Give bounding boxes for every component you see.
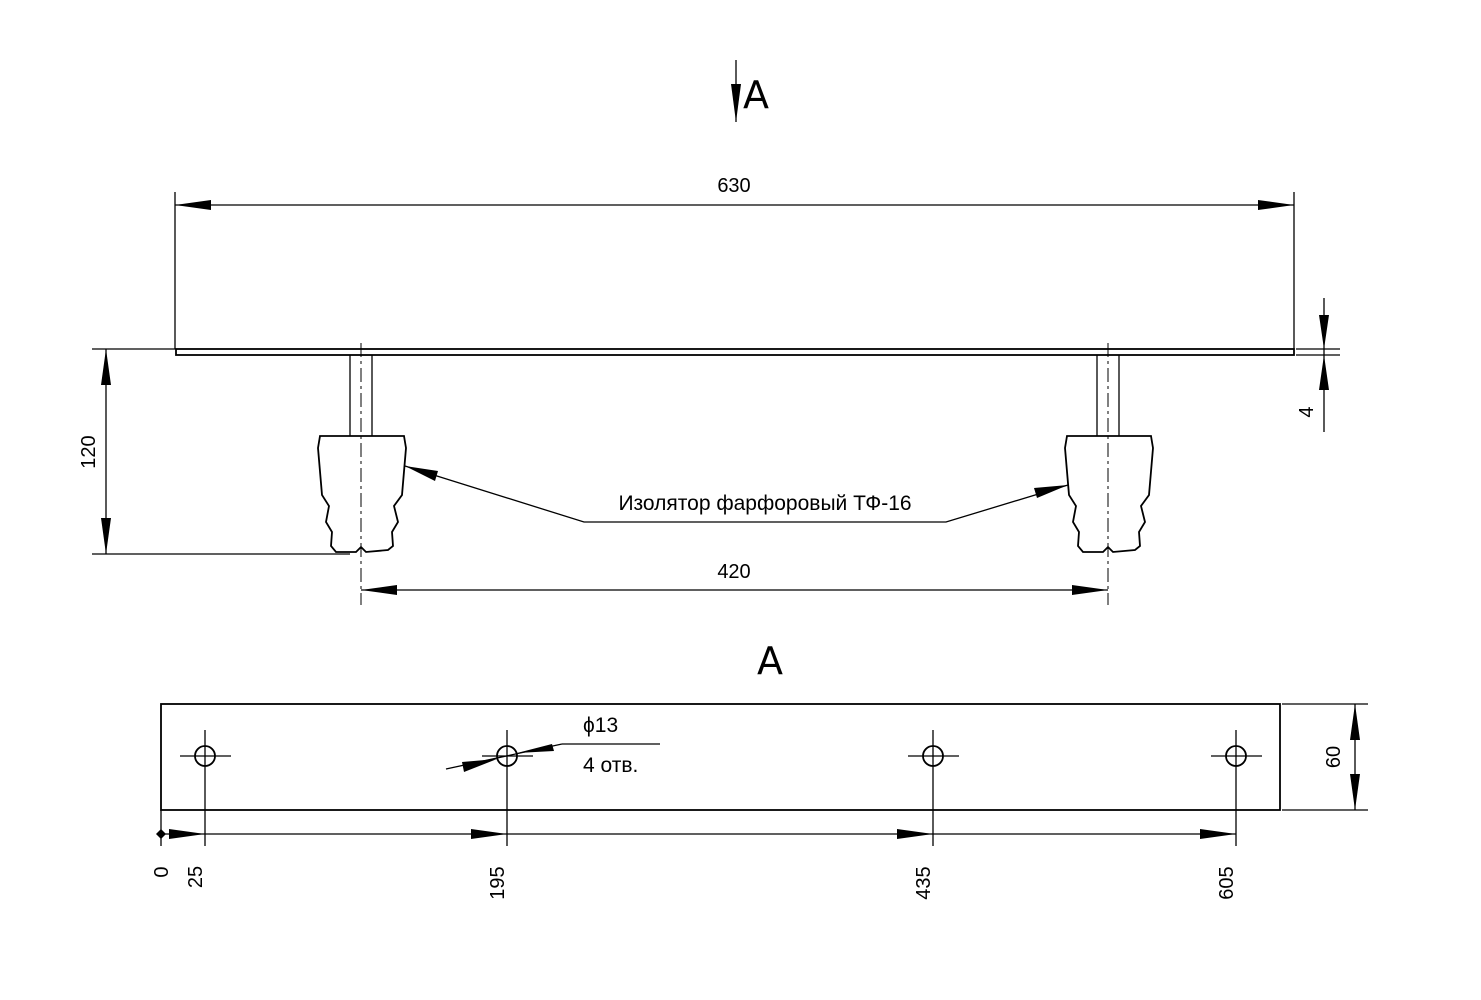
ordinate-label-195: 195 (487, 866, 509, 899)
dimension-overall-length (174, 192, 1295, 349)
view-a-title: А (757, 639, 783, 683)
view-a-plate (160, 703, 1281, 811)
mounting-plate (175, 348, 1295, 356)
view-direction-arrow (731, 60, 741, 122)
hole-callout-leader (445, 743, 660, 772)
ordinate-label-605: 605 (1216, 866, 1238, 899)
dim-label-4: 4 (1296, 406, 1318, 417)
insulator-callout-leader (404, 465, 1069, 523)
view-direction-letter: А (743, 73, 769, 117)
dim-label-60: 60 (1323, 746, 1345, 768)
hole-diameter-label: ϕ13 (583, 714, 618, 737)
hole-count-label: 4 отв. (583, 754, 638, 777)
dimension-height (92, 348, 350, 555)
insulator-right (1064, 343, 1154, 605)
dim-label-120: 120 (78, 435, 100, 468)
insulator-callout-text: Изолятор фарфоровый ТФ-16 (618, 492, 911, 515)
dimension-width (1282, 703, 1368, 811)
mounting-hole-3 (908, 730, 959, 846)
dim-label-420: 420 (717, 561, 750, 583)
dim-label-630: 630 (717, 175, 750, 197)
dimension-insulator-spacing (361, 585, 1108, 595)
mounting-hole-4 (1211, 730, 1262, 846)
ordinate-label-25: 25 (185, 866, 207, 888)
mounting-hole-2 (482, 730, 533, 846)
ordinate-label-0: 0 (151, 866, 173, 877)
ordinate-dimension-chain (156, 810, 1236, 846)
dimension-plate-thickness (1296, 298, 1340, 432)
mounting-hole-1 (180, 730, 231, 846)
ordinate-label-435: 435 (913, 866, 935, 899)
insulator-left (317, 343, 407, 605)
